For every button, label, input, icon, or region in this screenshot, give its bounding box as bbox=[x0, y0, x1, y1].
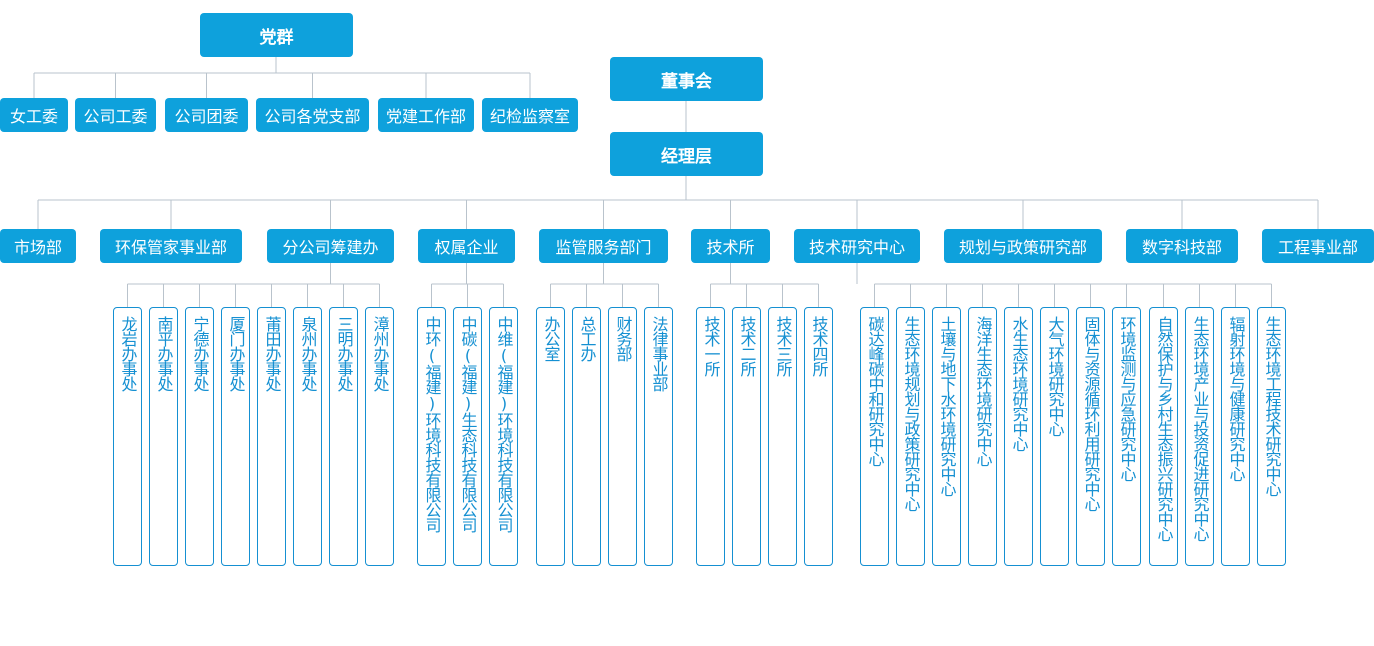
leaf-tech-institute[interactable]: 技术二所 bbox=[732, 307, 761, 566]
leaf-research-center[interactable]: 生态环境规划与政策研究中心 bbox=[896, 307, 925, 566]
leaf-research-center[interactable]: 海洋生态环境研究中心 bbox=[968, 307, 997, 566]
leaf-branch-office[interactable]: 三明办事处 bbox=[329, 307, 358, 566]
leaf-research-center[interactable]: 大气环境研究中心 bbox=[1040, 307, 1069, 566]
node-department[interactable]: 监管服务部门 bbox=[539, 229, 668, 263]
node-party-child[interactable]: 公司团委 bbox=[165, 98, 248, 132]
node-department[interactable]: 工程事业部 bbox=[1262, 229, 1374, 263]
leaf-subsidiary[interactable]: 中维(福建)环境科技有限公司 bbox=[489, 307, 518, 566]
leaf-tech-institute[interactable]: 技术一所 bbox=[696, 307, 725, 566]
node-department[interactable]: 权属企业 bbox=[418, 229, 515, 263]
leaf-tech-institute[interactable]: 技术三所 bbox=[768, 307, 797, 566]
node-department[interactable]: 分公司筹建办 bbox=[267, 229, 394, 263]
leaf-service-dept[interactable]: 办公室 bbox=[536, 307, 565, 566]
leaf-branch-office[interactable]: 泉州办事处 bbox=[293, 307, 322, 566]
leaf-branch-office[interactable]: 莆田办事处 bbox=[257, 307, 286, 566]
leaf-branch-office[interactable]: 漳州办事处 bbox=[365, 307, 394, 566]
leaf-research-center[interactable]: 辐射环境与健康研究中心 bbox=[1221, 307, 1250, 566]
leaf-subsidiary[interactable]: 中碳(福建)生态科技有限公司 bbox=[453, 307, 482, 566]
node-party[interactable]: 党群 bbox=[200, 13, 353, 57]
leaf-service-dept[interactable]: 财务部 bbox=[608, 307, 637, 566]
node-party-child[interactable]: 女工委 bbox=[0, 98, 68, 132]
leaf-research-center[interactable]: 碳达峰碳中和研究中心 bbox=[860, 307, 889, 566]
leaf-branch-office[interactable]: 龙岩办事处 bbox=[113, 307, 142, 566]
node-party-child[interactable]: 纪检监察室 bbox=[482, 98, 578, 132]
leaf-research-center[interactable]: 固体与资源循环利用研究中心 bbox=[1076, 307, 1105, 566]
node-department[interactable]: 环保管家事业部 bbox=[100, 229, 242, 263]
node-management[interactable]: 经理层 bbox=[610, 132, 763, 176]
leaf-research-center[interactable]: 自然保护与乡村生态振兴研究中心 bbox=[1149, 307, 1178, 566]
node-party-child[interactable]: 公司工委 bbox=[75, 98, 156, 132]
leaf-research-center[interactable]: 水生态环境研究中心 bbox=[1004, 307, 1033, 566]
leaf-research-center[interactable]: 土壤与地下水环境研究中心 bbox=[932, 307, 961, 566]
leaf-branch-office[interactable]: 宁德办事处 bbox=[185, 307, 214, 566]
leaf-service-dept[interactable]: 总工办 bbox=[572, 307, 601, 566]
leaf-branch-office[interactable]: 厦门办事处 bbox=[221, 307, 250, 566]
node-party-child[interactable]: 公司各党支部 bbox=[256, 98, 369, 132]
node-department[interactable]: 规划与政策研究部 bbox=[944, 229, 1102, 263]
node-department[interactable]: 技术研究中心 bbox=[794, 229, 920, 263]
leaf-branch-office[interactable]: 南平办事处 bbox=[149, 307, 178, 566]
leaf-tech-institute[interactable]: 技术四所 bbox=[804, 307, 833, 566]
leaf-research-center[interactable]: 生态环境工程技术研究中心 bbox=[1257, 307, 1286, 566]
node-department[interactable]: 市场部 bbox=[0, 229, 76, 263]
leaf-research-center[interactable]: 生态环境产业与投资促进研究中心 bbox=[1185, 307, 1214, 566]
leaf-research-center[interactable]: 环境监测与应急研究中心 bbox=[1112, 307, 1141, 566]
node-board[interactable]: 董事会 bbox=[610, 57, 763, 101]
node-department[interactable]: 数字科技部 bbox=[1126, 229, 1238, 263]
leaf-service-dept[interactable]: 法律事业部 bbox=[644, 307, 673, 566]
node-party-child[interactable]: 党建工作部 bbox=[378, 98, 474, 132]
leaf-subsidiary[interactable]: 中环(福建)环境科技有限公司 bbox=[417, 307, 446, 566]
node-department[interactable]: 技术所 bbox=[691, 229, 770, 263]
